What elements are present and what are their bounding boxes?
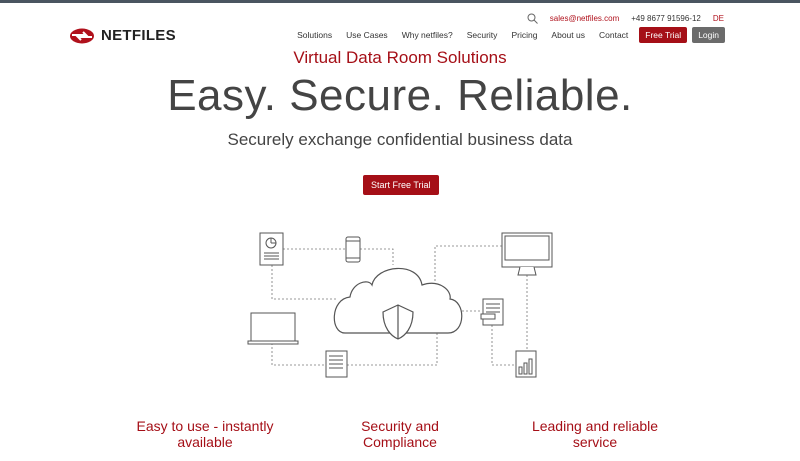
start-free-trial-button[interactable]: Start Free Trial xyxy=(363,175,439,195)
feature-reliable-service: Leading and reliable service xyxy=(531,418,659,450)
netfiles-logo-icon xyxy=(70,28,94,43)
logo[interactable]: NETFILES xyxy=(69,27,176,44)
text-document-icon xyxy=(325,350,348,378)
nav-contact[interactable]: Contact xyxy=(598,30,629,40)
feature-security-compliance: Security and Compliance xyxy=(361,418,439,450)
hero-subtitle: Virtual Data Room Solutions xyxy=(293,48,507,67)
cloud-icon xyxy=(333,267,463,334)
logo-text: NETFILES xyxy=(101,27,176,44)
login-button[interactable]: Login xyxy=(692,27,725,43)
pdf-document-icon xyxy=(480,298,504,326)
nav-security[interactable]: Security xyxy=(466,30,498,40)
report-document-icon xyxy=(259,232,284,266)
shield-icon xyxy=(382,304,414,340)
monitor-icon xyxy=(501,232,553,276)
connection-lines xyxy=(271,245,528,366)
nav-about-us[interactable]: About us xyxy=(551,30,585,40)
top-bar: sales@netfiles.com +49 8677 91596-12 DE xyxy=(527,13,724,24)
free-trial-button[interactable]: Free Trial xyxy=(639,27,688,43)
nav-pricing[interactable]: Pricing xyxy=(511,30,538,40)
chart-document-icon xyxy=(515,350,537,378)
email-link[interactable]: sales@netfiles.com xyxy=(549,14,620,23)
main-nav: Solutions Use Cases Why netfiles? Securi… xyxy=(290,27,725,43)
phone-number[interactable]: +49 8677 91596-12 xyxy=(631,14,701,23)
nav-why-netfiles[interactable]: Why netfiles? xyxy=(401,30,453,40)
smartphone-icon xyxy=(345,236,361,263)
cloud-network-illustration xyxy=(247,232,553,378)
language-switch[interactable]: DE xyxy=(712,14,724,23)
hero-tagline: Securely exchange confidential business … xyxy=(227,130,573,149)
search-icon[interactable] xyxy=(527,13,538,24)
nav-use-cases[interactable]: Use Cases xyxy=(346,30,388,40)
nav-solutions[interactable]: Solutions xyxy=(297,30,333,40)
laptop-icon xyxy=(247,312,299,345)
feature-easy-to-use: Easy to use - instantly available xyxy=(136,418,274,450)
hero-title: Easy. Secure. Reliable. xyxy=(167,71,633,120)
